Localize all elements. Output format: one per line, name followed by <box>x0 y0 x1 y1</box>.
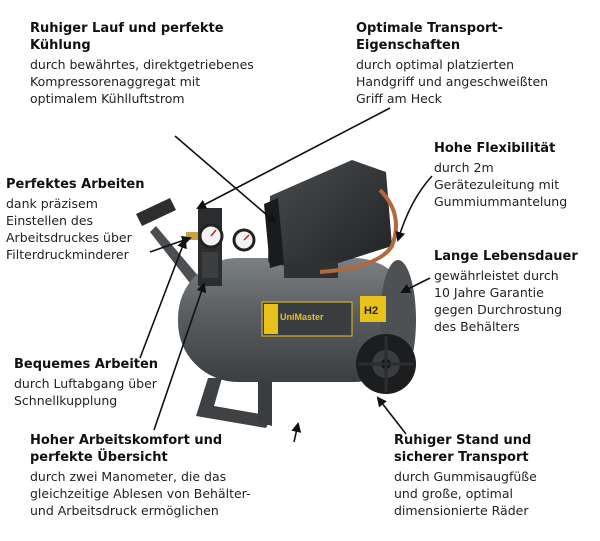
callout-arrows <box>139 107 433 443</box>
callout-desc: durch optimal platzierten Handgriff und … <box>356 57 549 106</box>
callout-title: Hoher Arbeitskomfort und perfekte Übersi… <box>30 433 223 465</box>
motor-housing <box>268 160 392 272</box>
handle-grip <box>136 198 176 226</box>
callout-comfortable: Bequemes Arbeiten durch Luftabgang über … <box>14 356 194 409</box>
h2-badge-label: H2 <box>364 305 378 317</box>
callout-title: Optimale Transport- Eigenschaften <box>356 21 504 53</box>
logo-square-icon <box>264 304 278 334</box>
filter-cup <box>202 252 218 278</box>
callout-title: Bequemes Arbeiten <box>14 357 159 372</box>
callout-desc: durch 2m Gerätezuleitung mit Gummiummant… <box>434 160 568 209</box>
callout-desc: durch Gummisaugfüße und große, optimal d… <box>394 469 537 518</box>
callout-desc: durch zwei Manometer, die das gleichzeit… <box>30 469 251 518</box>
callout-desc: dank präzisem Einstellen des Arbeitsdruc… <box>6 196 132 262</box>
callout-stable: Ruhiger Stand und sicherer Transport dur… <box>394 432 594 519</box>
callout-title: Perfektes Arbeiten <box>6 177 145 192</box>
callout-perfect-work: Perfektes Arbeiten dank präzisem Einstel… <box>6 176 166 263</box>
pump-cylinder <box>284 262 338 278</box>
callout-desc: durch Luftabgang über Schnellkupplung <box>14 376 157 408</box>
callout-title: Hohe Flexibilität <box>434 141 556 156</box>
callout-title: Lange Lebensdauer <box>434 249 578 264</box>
front-foot <box>258 376 272 426</box>
callout-title: Ruhiger Stand und sicherer Transport <box>394 433 532 465</box>
rear-foot <box>196 378 272 428</box>
callout-title: Ruhiger Lauf und perfekte Kühlung <box>30 21 224 53</box>
callout-overview: Hoher Arbeitskomfort und perfekte Übersi… <box>30 432 300 519</box>
callout-desc: gewährleistet durch 10 Jahre Garantie ge… <box>434 268 563 334</box>
h2-badge <box>360 296 386 322</box>
brand-label: UniMaster <box>280 312 324 322</box>
callout-lifetime: Lange Lebensdauer gewährleistet durch 10… <box>434 248 599 335</box>
quick-coupling-icon <box>186 232 198 240</box>
callout-flexibility: Hohe Flexibilität durch 2m Gerätezuleitu… <box>434 140 599 210</box>
callout-desc: durch bewährtes, direktgetriebenes Kompr… <box>30 57 254 106</box>
copper-pipe <box>319 188 398 274</box>
callout-transport: Optimale Transport- Eigenschaften durch … <box>356 20 596 107</box>
callout-smooth-running: Ruhiger Lauf und perfekte Kühlung durch … <box>30 20 300 107</box>
